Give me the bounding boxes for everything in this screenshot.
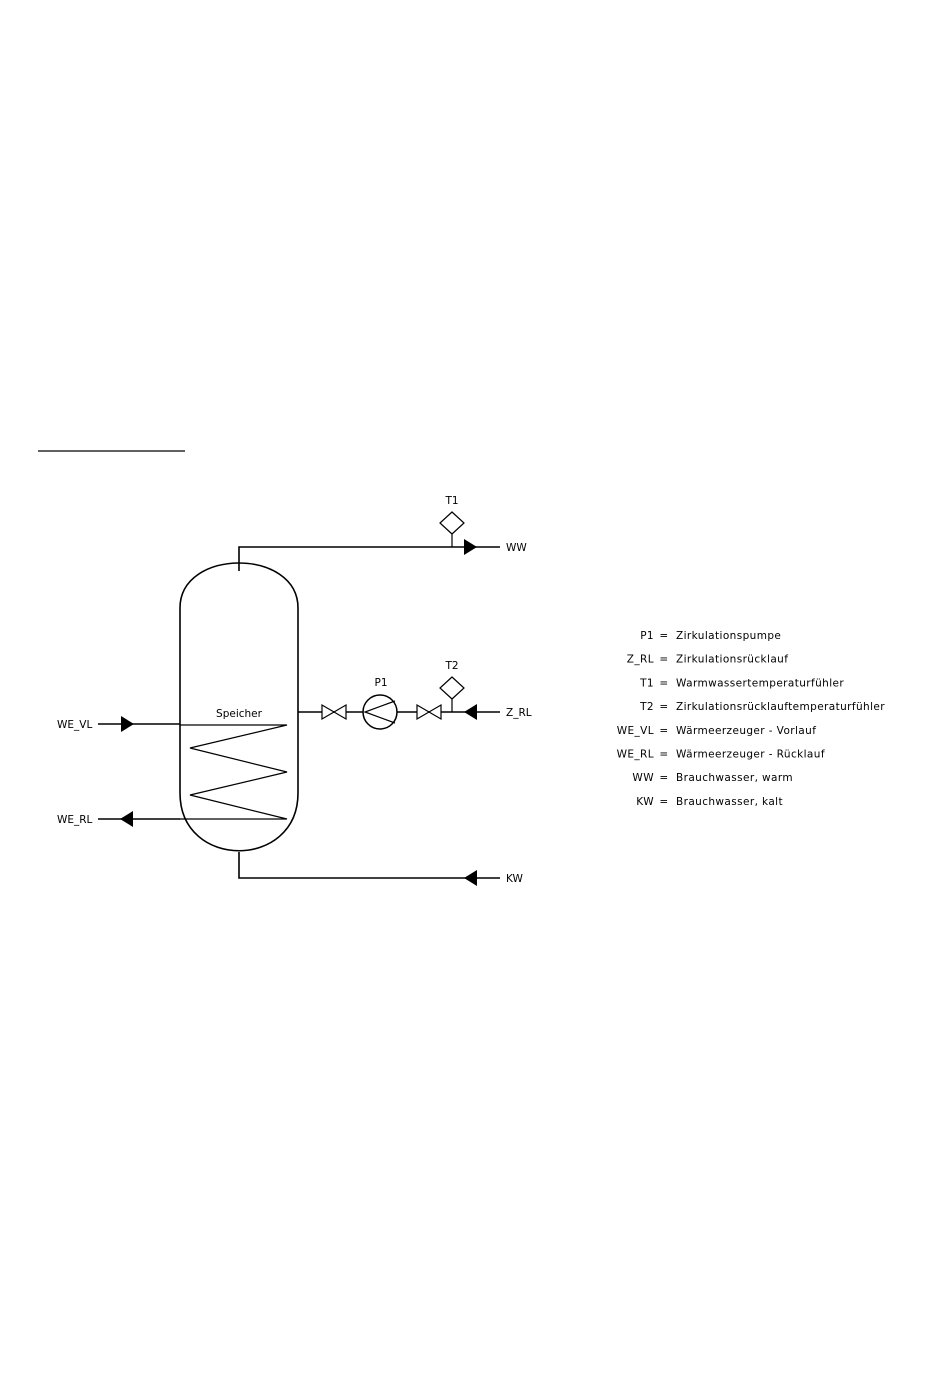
kw-arrow [464,870,477,886]
z-rl-arrow [464,704,477,720]
legend-description: Warmwassertemperaturfühler [676,677,844,689]
legend-separator: = [659,677,668,689]
kw-label: KW [506,873,524,885]
legend-separator: = [659,725,668,737]
legend-separator: = [659,796,668,808]
legend-code: T1 [639,677,654,689]
legend-code: WE_VL [617,725,654,737]
t1-label: T1 [444,495,458,507]
t2-label: T2 [444,660,458,672]
legend-separator: = [659,630,668,642]
we-vl-label: WE_VL [57,719,92,731]
legend-code: P1 [640,630,654,642]
t2-sensor-icon [440,677,464,699]
tank-label: Speicher [216,708,263,720]
valve-icon-2 [417,705,441,719]
kw-pipe [239,852,500,878]
ww-arrow [464,539,477,555]
legend-description: Wärmeerzeuger - Vorlauf [676,725,816,737]
ww-label: WW [506,542,527,554]
legend-separator: = [659,654,668,666]
t1-sensor-icon [440,512,464,534]
pump-label: P1 [374,677,387,689]
we-rl-arrow [120,811,133,827]
legend-code: WW [632,772,654,784]
ww-pipe [239,547,500,571]
legend-description: Wärmeerzeuger - Rücklauf [676,749,825,761]
legend-description: Zirkulationsrücklauf [676,654,788,666]
legend-description: Zirkulationspumpe [676,630,781,642]
legend-description: Brauchwasser, kalt [676,796,783,808]
z-rl-label: Z_RL [506,707,532,719]
legend-code: Z_RL [627,654,654,666]
legend-separator: = [659,772,668,784]
we-vl-arrow [121,716,134,732]
legend-code: WE_RL [617,749,654,761]
pump-icon [363,695,397,729]
legend-code: T2 [639,701,654,713]
legend-description: Brauchwasser, warm [676,772,793,784]
we-rl-label: WE_RL [57,814,93,826]
legend-separator: = [659,701,668,713]
heating-coil [180,725,287,819]
legend-separator: = [659,749,668,761]
valve-icon-1 [322,705,346,719]
legend-description: Zirkulationsrücklauftemperaturfühler [676,701,885,713]
legend-code: KW [636,796,654,808]
